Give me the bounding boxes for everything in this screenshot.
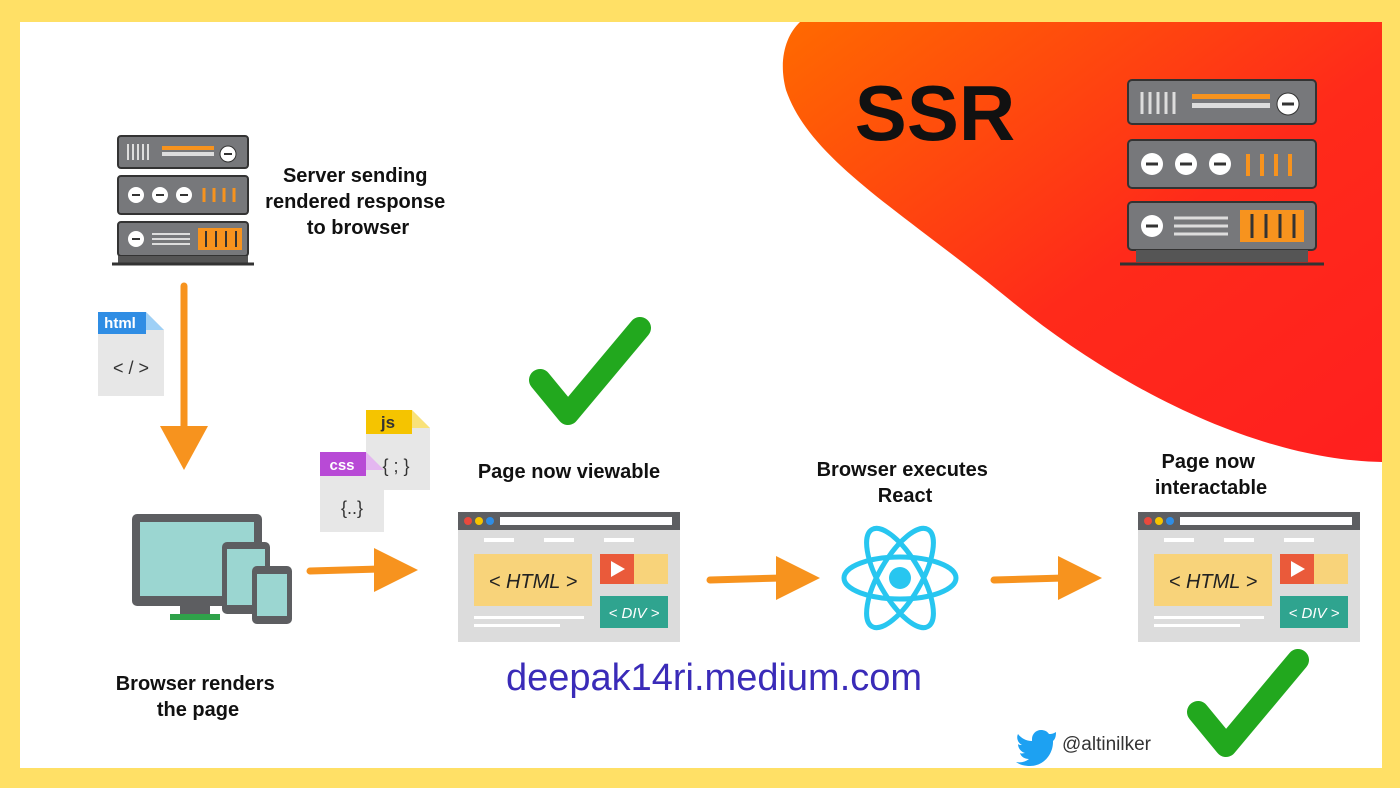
css-file-icon: css {..}: [320, 452, 384, 532]
page-interactable-label: Page now interactable: [1155, 451, 1267, 499]
browser-executes-label: Browser executes React: [817, 459, 994, 507]
server-rack-large-icon: [1120, 79, 1324, 266]
browser-renders-label: Browser renders the page: [116, 673, 281, 721]
browser-window-interactable: < HTML > < DIV >: [1138, 512, 1360, 642]
svg-text:< DIV >: < DIV >: [1289, 605, 1340, 622]
arrow-right-1-icon: [306, 548, 418, 592]
svg-text:js: js: [380, 413, 395, 432]
check-interactable-icon: [1187, 649, 1309, 757]
browser-window-viewable: < HTML > < DIV >: [458, 512, 680, 642]
svg-text:< HTML >: < HTML >: [1169, 571, 1258, 593]
ssr-title: SSR: [855, 69, 1015, 157]
svg-text:{ ; }: { ; }: [382, 456, 409, 476]
watermark-text: deepak14ri.medium.com: [506, 657, 922, 699]
svg-text:< HTML >: < HTML >: [489, 571, 578, 593]
server-sending-label: Server sending rendered response to brow…: [265, 165, 451, 239]
devices-icon: [132, 514, 292, 624]
page-viewable-label: Page now viewable: [478, 461, 660, 483]
svg-text:< DIV >: < DIV >: [609, 605, 660, 622]
ssr-blob: [782, 22, 1382, 462]
twitter-bird-icon: [1016, 730, 1056, 766]
arrow-right-2-icon: [706, 556, 820, 600]
server-rack-small-icon: [112, 135, 254, 266]
svg-text:{..}: {..}: [341, 498, 363, 518]
html-file-icon: html < / >: [98, 312, 164, 396]
svg-text:< / >: < / >: [113, 358, 149, 378]
arrow-down-icon: [160, 282, 208, 470]
react-logo-icon: [841, 525, 959, 631]
svg-text:html: html: [104, 315, 136, 332]
arrow-right-3-icon: [990, 556, 1102, 600]
svg-text:css: css: [329, 457, 354, 474]
credit-handle: @altinilker: [1062, 734, 1152, 755]
check-viewable-icon: [529, 317, 651, 425]
